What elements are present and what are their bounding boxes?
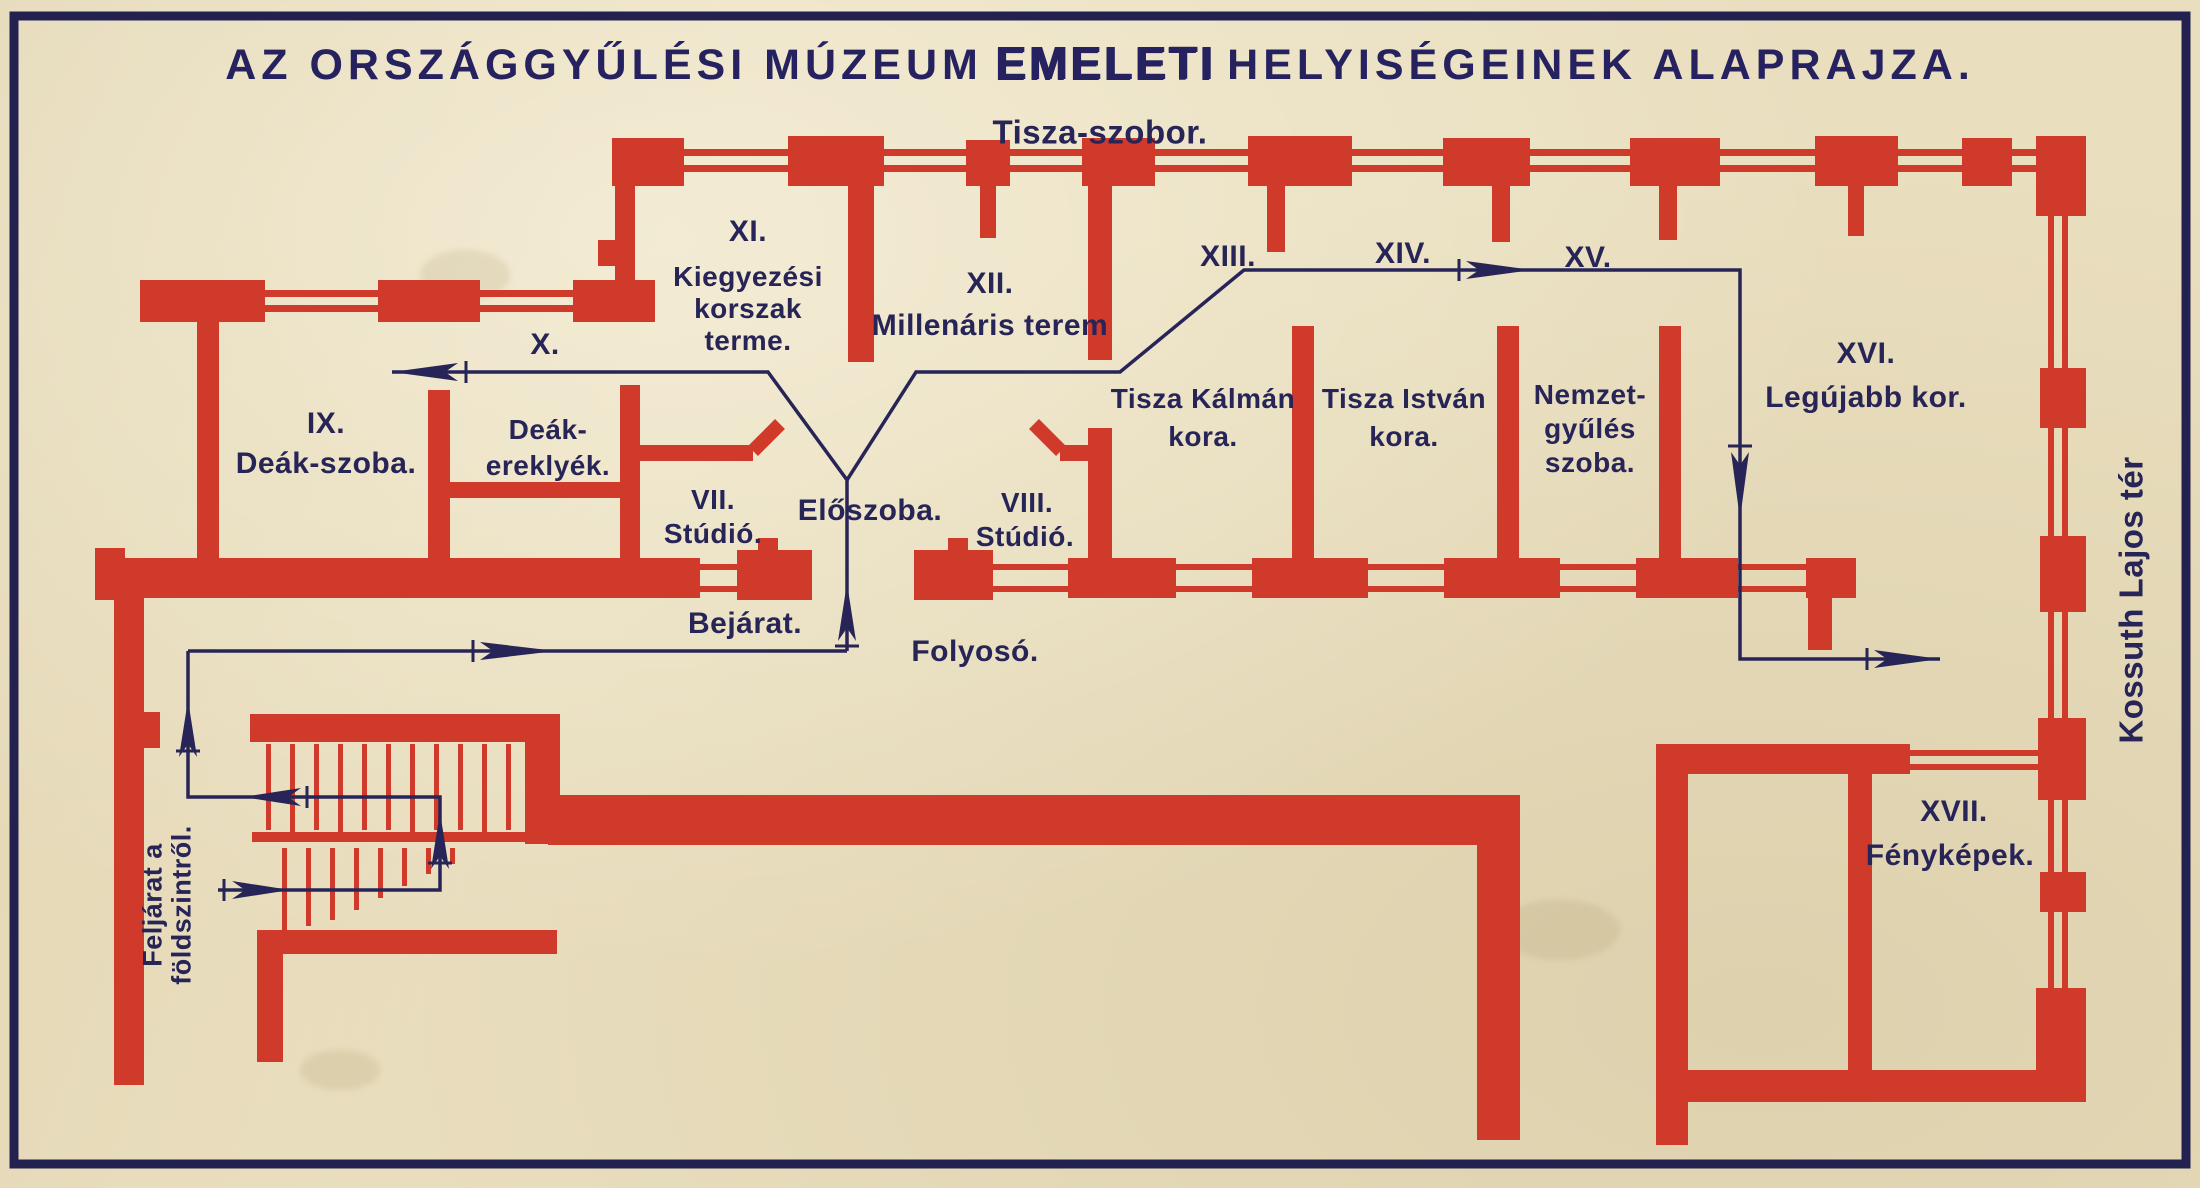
arrow-down-icon [1731,452,1749,519]
walls-layer [95,136,2086,1145]
room-label-ix-name: Deák-szoba. [235,447,417,480]
wall-ix-ereklyek [428,390,450,560]
route-label-xv: XV. [1564,241,1612,274]
window-lines-top [684,149,2036,172]
room-label-viii-name: Stúdió. [975,521,1075,552]
label-bejarat: Bejárat. [687,607,803,640]
label-feljarat-2: földszintről. [166,825,197,985]
room-label-ix-numeral: IX. [306,407,346,440]
room-label-xvii-numeral: XVII. [1920,795,1988,828]
room-label-xi-numeral: XI. [728,215,768,248]
arrow-up-icon [179,700,197,757]
route-label-xiii: XIII. [1200,240,1256,273]
room-label-xii-numeral: XII. [966,267,1014,300]
room-label-vii-numeral: VII. [690,484,736,515]
route-label-x: X. [530,328,560,361]
arrow-left-icon [392,363,458,381]
route-label-xiv: XIV. [1375,237,1431,270]
room-label-xii-name: Millenáris terem [871,309,1109,342]
room-label-tisza-istvan-1: Tisza István [1321,383,1487,414]
room-label-ereklyek-1: Deák- [508,414,588,445]
wall-ix-west [197,322,219,560]
room-label-xvii-name: Fényképek. [1865,839,2035,872]
room-label-tisza-kalman-1: Tisza Kálmán [1110,383,1296,414]
room-label-nemzetgyules-3: szoba. [1544,447,1636,478]
frame-border [9,11,2191,1169]
room-label-ereklyek-2: ereklyék. [485,450,611,481]
room-label-tisza-kalman-2: kora. [1168,421,1238,452]
room-label-nemzetgyules-2: gyűlés [1544,413,1636,444]
arrow-right-icon [1466,261,1532,279]
room-label-tisza-istvan-2: kora. [1369,421,1439,452]
room-label-nemzetgyules-1: Nemzet- [1533,379,1647,410]
label-feljarat-1: Feljárat a [137,843,168,967]
title-prefix: AZ ORSZÁGGYŰLÉSI MÚZEUM [225,41,983,89]
arrow-right-icon [232,881,290,899]
room-label-viii-numeral: VIII. [1000,487,1054,518]
room-label-xvi-numeral: XVI. [1836,337,1896,370]
arrow-right-icon [480,642,556,660]
route-arrows [176,259,1940,901]
room-label-eloszoba: Előszoba. [797,494,943,527]
arrow-left-icon [243,788,301,806]
window-lines-right [2048,216,2068,988]
room-label-xvi-name: Legújabb kor. [1765,381,1967,414]
wall-xi-xii [848,184,874,362]
room-label-xi-2: korszak [694,293,802,324]
label-folyoso: Folyosó. [911,635,1039,668]
paper-speck [300,1050,380,1090]
room-label-xi-3: terme. [704,325,792,356]
wall-xii-xiii-upper [1088,184,1112,360]
arrow-up-icon [838,583,856,641]
stair-steps-upper [266,744,511,834]
label-kossuth-lajos-ter: Kossuth Lajos tér [2112,456,2150,744]
label-tisza-szobor: Tisza-szobor. [992,113,1208,151]
room-label-vii-name: Stúdió. [663,518,763,549]
wall-ereklyek-vii [620,385,640,560]
title-emphasis: EMELETI [994,37,1216,89]
arrow-up-icon [431,812,449,869]
wall-xii-xiii-lower [1088,428,1112,560]
arrow-right-icon [1874,650,1940,668]
title-suffix: HELYISÉGEINEK ALAPRAJZA. [1227,41,1975,89]
room-label-xi-1: Kiegyezési [673,261,823,292]
